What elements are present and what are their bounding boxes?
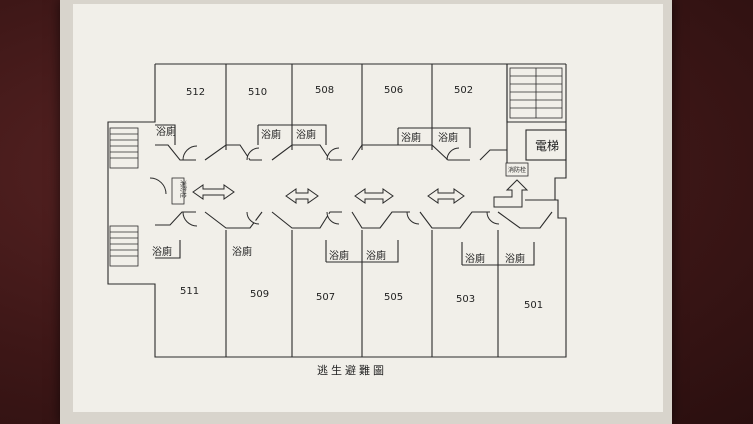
room-508: 508 [315,85,334,96]
stairs-west-bottom [109,225,139,267]
bath-label: 浴廁 [152,245,172,258]
room-503: 503 [456,294,475,305]
extinguisher-label: 消防栓 [179,180,187,198]
arrow-left-4 [427,188,465,204]
bath-label: 浴廁 [296,128,316,141]
room-509: 509 [250,289,269,300]
bottom-room-walls [155,211,553,357]
bath-label: 浴廁 [366,249,386,262]
top-room-walls [155,64,567,175]
arrow-left-3 [354,188,394,204]
bath-label: 浴廁 [329,249,349,262]
room-505: 505 [384,292,403,303]
room-512: 512 [186,87,205,98]
room-511: 511 [180,286,199,297]
stairs-east [509,67,563,119]
outer-walls [107,63,567,358]
evacuation-arrows [192,179,529,208]
doors [149,145,500,227]
room-507: 507 [316,292,335,303]
room-506: 506 [384,85,403,96]
bath-label: 浴廁 [232,245,252,258]
room-502: 502 [454,85,473,96]
bath-label: 浴廁 [438,131,458,144]
room-501: 501 [524,300,543,311]
bath-label: 浴廁 [465,252,485,265]
arrow-left-1 [192,184,235,200]
bath-label: 浴廁 [505,252,525,265]
extinguisher-box-east [505,162,529,177]
page-title: 逃生避難圖 [317,363,387,377]
paper-sheet [73,4,663,412]
elevator-label: 電梯 [535,139,559,153]
arrow-turn-up [493,179,529,208]
extinguisher-box-west [171,177,185,205]
bath-label: 浴廁 [261,128,281,141]
bath-label: 浴廁 [401,131,421,144]
room-510: 510 [248,87,267,98]
extinguisher-label: 消防栓 [508,166,526,174]
stairs-west-top [109,127,139,169]
arrow-left-2 [285,188,319,204]
bath-label: 浴廁 [156,125,176,138]
